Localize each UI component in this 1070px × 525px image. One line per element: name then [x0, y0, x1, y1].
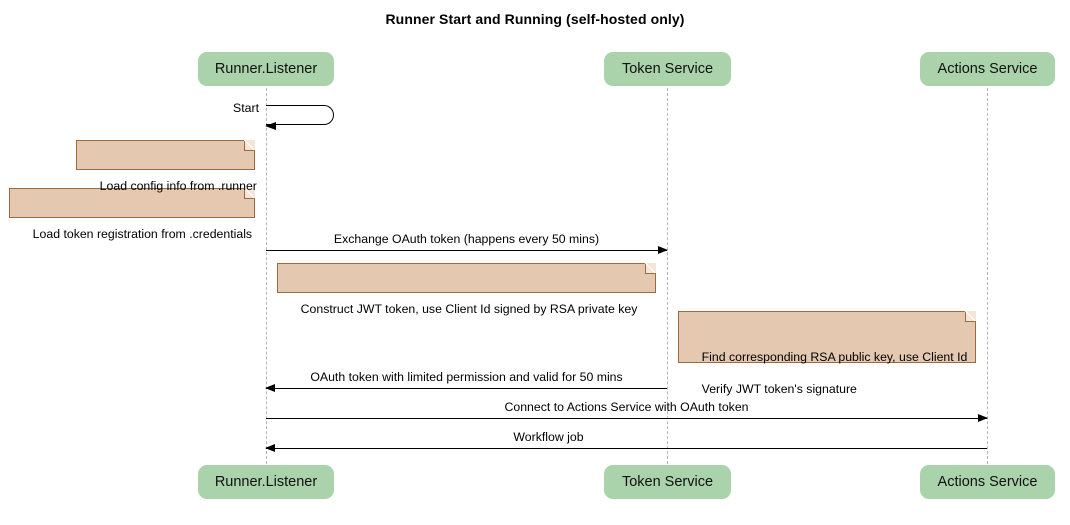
- self-message-label: Start: [233, 101, 259, 115]
- message-line: [266, 388, 667, 389]
- note-line-1: Find corresponding RSA public key, use C…: [701, 350, 968, 364]
- note-fold-icon: [965, 311, 976, 322]
- note-verify-jwt-signature: Find corresponding RSA public key, use C…: [678, 311, 976, 396]
- lifeline-runner-listener: [266, 88, 267, 464]
- note-load-config: Load config info from .runner: [76, 140, 257, 193]
- arrowhead-icon: [658, 245, 668, 254]
- message-line: [266, 418, 987, 419]
- arrowhead-icon: [265, 443, 275, 452]
- arrowhead-icon: [978, 413, 988, 422]
- message-line: [266, 448, 987, 449]
- message-label: Connect to Actions Service with OAuth to…: [504, 400, 749, 414]
- participant-label: Actions Service: [937, 61, 1038, 77]
- arrowhead-icon: [265, 383, 275, 392]
- note-fold-icon: [244, 140, 255, 151]
- message-label: Exchange OAuth token (happens every 50 m…: [333, 232, 600, 246]
- message-label: Workflow job: [513, 430, 584, 444]
- note-fold-icon: [244, 188, 255, 199]
- arrowhead-icon: [265, 121, 276, 130]
- participant-actions-service-top[interactable]: Actions Service: [920, 52, 1055, 86]
- participant-label: Runner.Listener: [214, 474, 318, 490]
- self-message-start[interactable]: Start: [233, 101, 334, 130]
- note-fold-icon: [645, 263, 656, 274]
- participant-label: Runner.Listener: [214, 61, 318, 77]
- message-line: [266, 250, 667, 251]
- participant-token-service-bottom[interactable]: Token Service: [604, 465, 731, 499]
- self-message-loop-path: [266, 105, 334, 125]
- message-label: OAuth token with limited permission and …: [310, 370, 623, 384]
- diagram-title: Runner Start and Running (self-hosted on…: [385, 11, 685, 27]
- lifeline-token-service: [667, 88, 668, 464]
- participant-label: Token Service: [621, 61, 714, 77]
- participant-token-service-top[interactable]: Token Service: [604, 52, 731, 86]
- note-line-2: Verify JWT token's signature: [701, 382, 857, 396]
- participant-label: Token Service: [621, 474, 714, 490]
- participant-actions-service-bottom[interactable]: Actions Service: [920, 465, 1055, 499]
- note-load-token-registration: Load token registration from .credential…: [9, 188, 255, 241]
- lifeline-actions-service: [987, 88, 988, 464]
- participant-runner-listener-bottom[interactable]: Runner.Listener: [198, 465, 334, 499]
- note-construct-jwt-token: Construct JWT token, use Client Id signe…: [277, 263, 656, 316]
- participant-label: Actions Service: [937, 474, 1038, 490]
- participant-runner-listener-top[interactable]: Runner.Listener: [198, 52, 334, 86]
